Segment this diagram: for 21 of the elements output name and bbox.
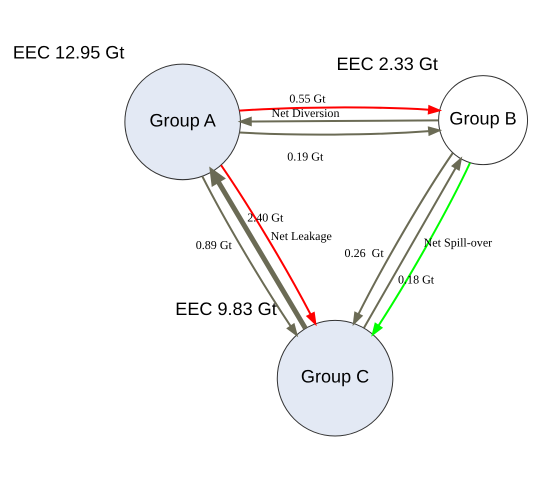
arrow [209, 166, 308, 330]
node-label: EEC 9.83 Gt [175, 298, 277, 318]
edge-label: Net Leakage [270, 228, 332, 242]
arrow [371, 162, 471, 336]
arrow [239, 104, 442, 114]
edge-label: 0.19 Gt [287, 149, 324, 164]
node-circle: Group C [276, 319, 394, 436]
arrow [363, 156, 462, 328]
arrow [220, 164, 317, 326]
arrow [238, 116, 438, 126]
arrow [201, 175, 298, 337]
node-label: EEC 12.95 Gt [12, 42, 124, 62]
node-circle: Group B [438, 74, 528, 165]
edge-label: 0.26 Gt [344, 245, 384, 260]
arrow [352, 152, 454, 326]
edge-label: 0.55 Gt [289, 91, 326, 106]
arrow [240, 126, 442, 136]
edge-label: Net Diversion [272, 106, 340, 120]
node-circle: Group A [124, 63, 241, 180]
node-label: EEC 2.33 Gt [336, 53, 438, 74]
edge-label: 0.89 Gt [196, 237, 232, 252]
